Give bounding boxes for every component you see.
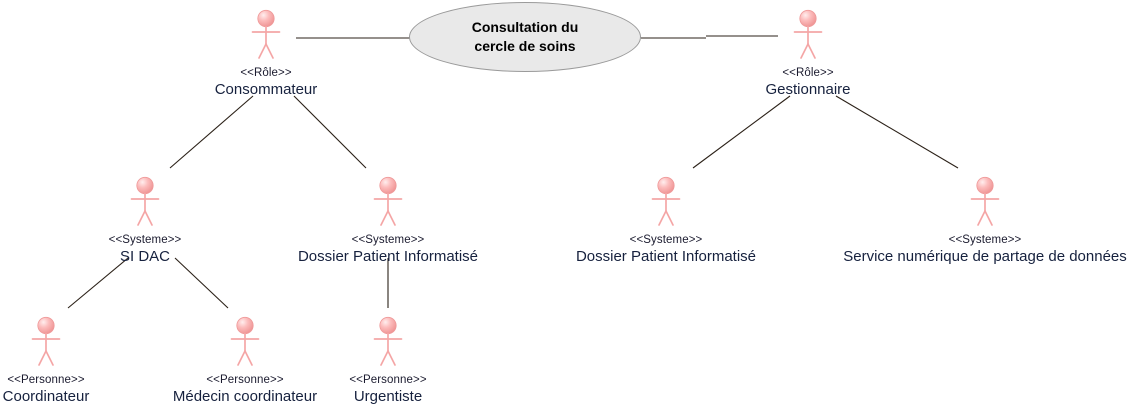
actor-left-leg-line: [658, 210, 667, 226]
actor-right-leg-line: [387, 210, 396, 226]
actor-name: Dossier Patient Informatisé: [575, 248, 757, 265]
use-case-label-line1: Consultation du: [471, 19, 579, 35]
actor-name: Urgentiste: [353, 388, 423, 405]
actor-head-icon: [236, 316, 254, 335]
actor-stereotype: <<Systeme>>: [948, 234, 1022, 246]
actor-stick-figure-icon: [230, 316, 260, 366]
actor-head-icon: [976, 176, 994, 195]
actor-name: SI DAC: [119, 248, 170, 265]
actor-label-block: <<Systeme>> Dossier Patient Informatisé: [366, 233, 966, 266]
actor-right-leg-line: [244, 350, 253, 366]
actor-head-icon: [379, 176, 397, 195]
actor-left-leg-line: [380, 350, 389, 366]
actor-left-leg-line: [977, 210, 986, 226]
actor-stereotype: <<Systeme>>: [351, 234, 425, 246]
actor-stereotype: <<Systeme>>: [629, 234, 703, 246]
use-case-ellipse-shape: [409, 2, 641, 72]
association-line-consommateur-si-dac: [169, 95, 254, 169]
actor-right-leg-line: [387, 350, 396, 366]
actor-left-leg-line: [137, 210, 146, 226]
use-case-label-line2: cercle de soins: [474, 38, 576, 54]
actor-label-block: <<Personne>> Médecin coordinateur: [0, 373, 545, 406]
actor-head-icon: [257, 9, 275, 28]
actor-left-leg-line: [38, 350, 47, 366]
actor-right-leg-line: [665, 210, 674, 226]
association-line-gestionnaire-dpi2: [692, 95, 791, 169]
actor-head-icon: [37, 316, 55, 335]
actor-stereotype: <<Personne>>: [206, 374, 284, 386]
association-line-consommateur-dpi1: [293, 95, 367, 169]
actor-left-leg-line: [258, 43, 267, 59]
actor-left-leg-line: [800, 43, 809, 59]
actor-name: Consommateur: [214, 81, 318, 98]
actor-label-block: <<Systeme>> Dossier Patient Informatisé: [88, 233, 688, 266]
actor-left-leg-line: [380, 210, 389, 226]
actor-label-block: <<Rôle>> Gestionnaire: [508, 66, 1108, 99]
actor-stick-figure-icon: [793, 9, 823, 59]
actor-label-block: <<Personne>> Urgentiste: [88, 373, 688, 406]
actor-label-block: <<Rôle>> Consommateur: [0, 66, 566, 99]
actor-name: Dossier Patient Informatisé: [297, 248, 479, 265]
actor-name: Coordinateur: [2, 388, 90, 405]
use-case-consultation-du-cercle-de-soins[interactable]: Consultation du cercle de soins: [409, 2, 641, 72]
actor-name: Médecin coordinateur: [172, 388, 318, 405]
use-case-label: Consultation du cercle de soins: [409, 2, 641, 72]
actor-right-leg-line: [144, 210, 153, 226]
actor-head-icon: [799, 9, 817, 28]
actor-left-leg-line: [237, 350, 246, 366]
association-line-gestionnaire-service: [835, 95, 959, 169]
actor-stereotype: <<Rôle>>: [240, 67, 292, 79]
actor-stereotype: <<Personne>>: [7, 374, 85, 386]
actor-head-icon: [657, 176, 675, 195]
actor-stick-figure-icon: [130, 176, 160, 226]
actor-right-leg-line: [984, 210, 993, 226]
actor-stereotype: <<Systeme>>: [108, 234, 182, 246]
actor-right-leg-line: [807, 43, 816, 59]
actor-name: Service numérique de partage de données: [843, 248, 1127, 265]
actor-label-block: <<Personne>> Coordinateur: [0, 373, 346, 406]
actor-label-block: <<Systeme>> SI DAC: [0, 233, 445, 266]
actor-stereotype: <<Personne>>: [349, 374, 427, 386]
actor-right-leg-line: [45, 350, 54, 366]
actor-stick-figure-icon: [251, 9, 281, 59]
actor-stereotype: <<Rôle>>: [782, 67, 834, 79]
actor-stick-figure-icon: [31, 316, 61, 366]
actor-head-icon: [136, 176, 154, 195]
actor-label-block: <<Systeme>> Service numérique de partage …: [685, 233, 1139, 266]
actor-stick-figure-icon: [651, 176, 681, 226]
actor-stick-figure-icon: [970, 176, 1000, 226]
actor-stick-figure-icon: [373, 316, 403, 366]
actor-name: Gestionnaire: [765, 81, 851, 98]
actor-stick-figure-icon: [373, 176, 403, 226]
actor-head-icon: [379, 316, 397, 335]
actor-right-leg-line: [265, 43, 274, 59]
